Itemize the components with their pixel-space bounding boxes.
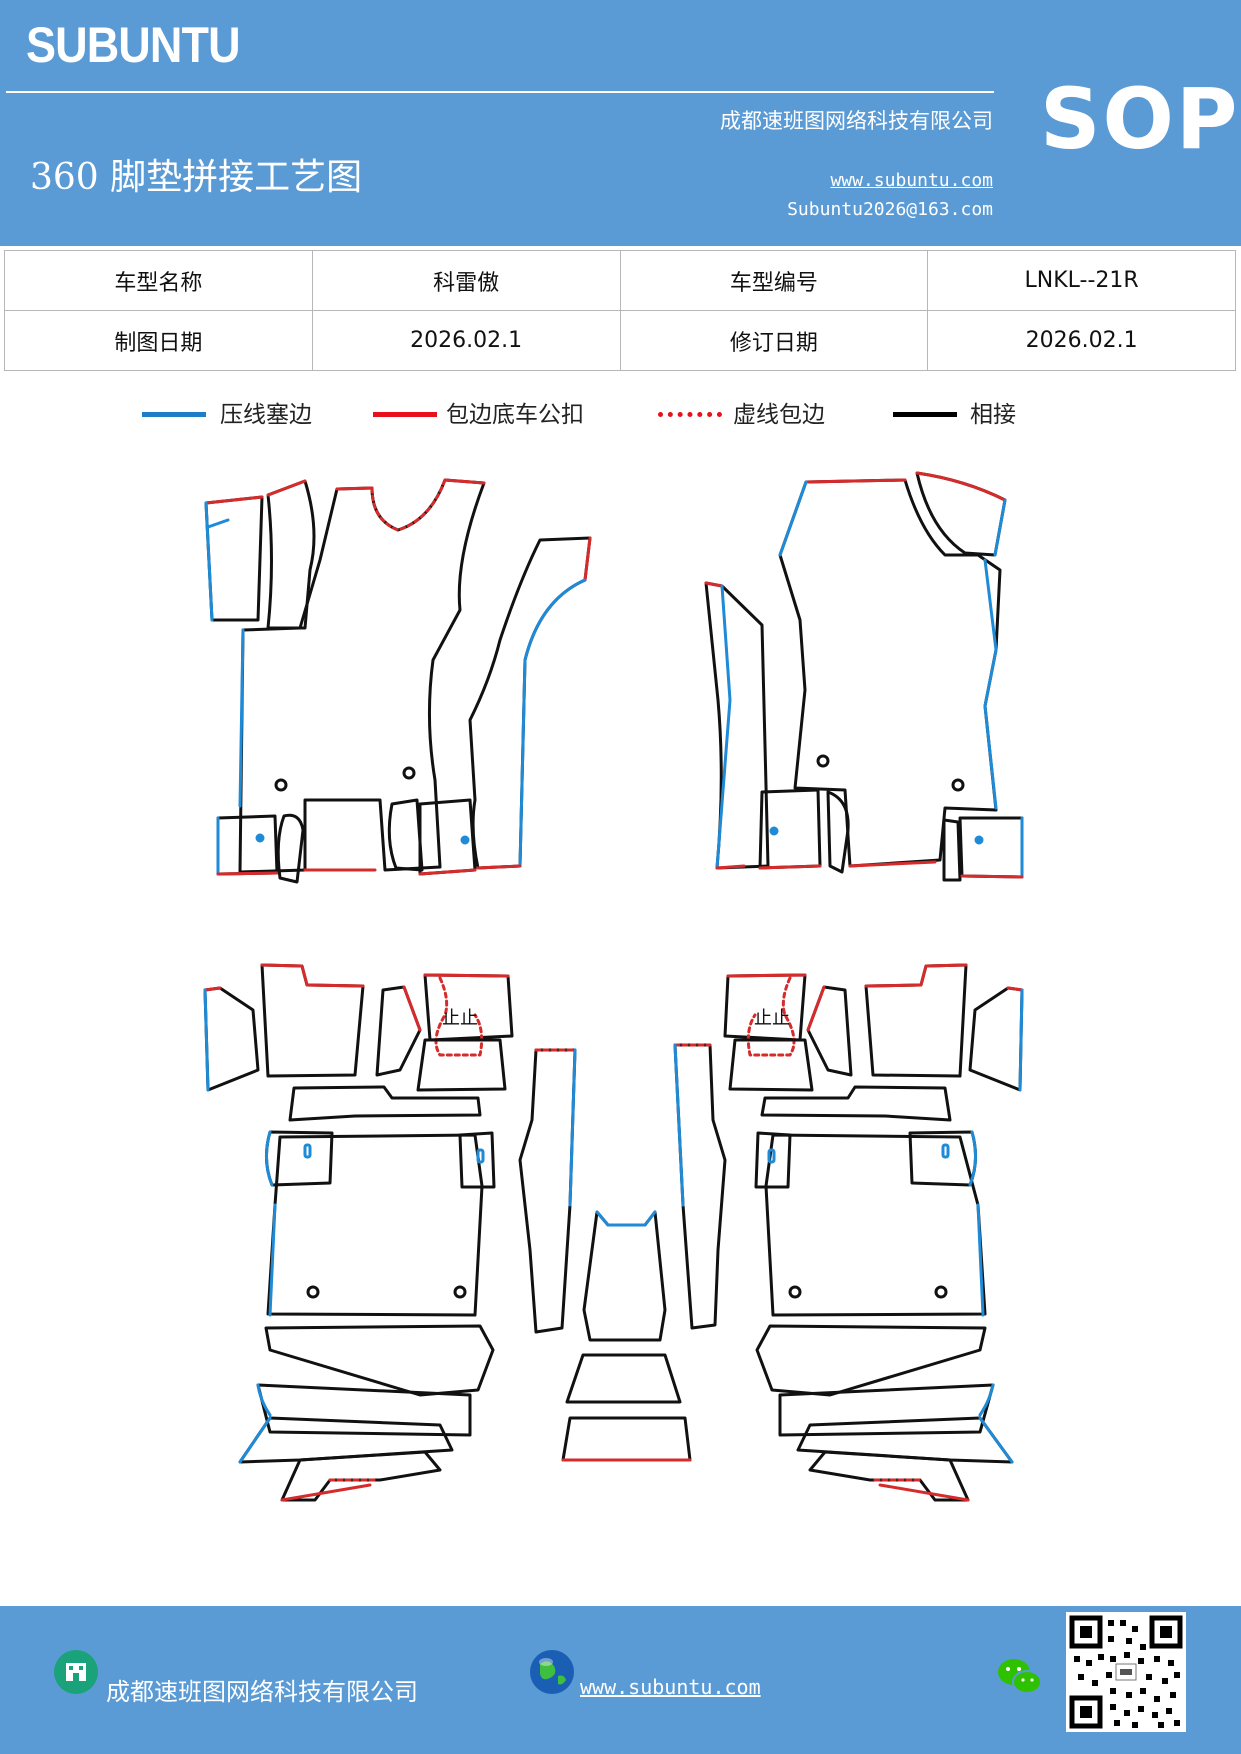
legend-swatch-press	[142, 412, 206, 417]
brand-logo: SUBUNTU	[26, 17, 241, 73]
svg-text:止止: 止止	[442, 1008, 478, 1029]
draw-date-value: 2026.02.1	[311, 310, 621, 371]
legend-swatch-dotted	[658, 412, 722, 417]
header-website-link[interactable]: www.subuntu.com	[830, 170, 993, 191]
rear-left-mat-group: 止止	[203, 963, 514, 1502]
table-row: 车型名称 科雷傲 车型编号 LNKL--21R	[4, 250, 1236, 311]
rear-right-mat-group: 止止	[723, 963, 1024, 1502]
model-name-value: 科雷傲	[311, 250, 621, 311]
front-right-mat-group	[704, 471, 1024, 882]
model-code-value: LNKL--21R	[927, 250, 1236, 311]
legend-label-press: 压线塞边	[220, 402, 312, 428]
footer-website-link[interactable]: www.subuntu.com	[580, 1675, 761, 1699]
revise-date-label: 修订日期	[619, 310, 929, 371]
document-title: 360 脚垫拼接工艺图	[30, 157, 363, 198]
legend-swatch-edge	[373, 412, 437, 417]
header-company: 成都速班图网络科技有限公司	[720, 109, 993, 133]
page-header: SUBUNTU SOP 360 脚垫拼接工艺图 成都速班图网络科技有限公司 ww…	[0, 0, 1241, 246]
legend-label-edge: 包边底车公扣	[446, 402, 584, 428]
page-footer: 成都速班图网络科技有限公司 www.subuntu.com	[0, 1606, 1241, 1754]
svg-text:止止: 止止	[754, 1008, 790, 1029]
legend-label-join: 相接	[970, 402, 1016, 428]
building-icon	[54, 1650, 98, 1694]
globe-icon	[530, 1650, 574, 1694]
legend-label-dotted: 虚线包边	[733, 402, 825, 428]
header-divider	[6, 91, 994, 93]
front-left-mat-group	[204, 478, 592, 884]
qr-code-icon	[1066, 1612, 1186, 1732]
table-row: 制图日期 2026.02.1 修订日期 2026.02.1	[4, 310, 1236, 371]
floor-mat-diagram: 止止	[203, 471, 1024, 1502]
wechat-icon	[998, 1659, 1042, 1694]
legend: 压线塞边 包边底车公扣 虚线包边 相接	[0, 393, 1241, 433]
header-email: Subuntu2026@163.com	[787, 199, 993, 220]
draw-date-label: 制图日期	[4, 310, 313, 371]
revise-date-value: 2026.02.1	[927, 310, 1236, 371]
center-console-group	[518, 1043, 727, 1462]
sop-badge: SOP	[1040, 70, 1240, 168]
legend-swatch-join	[893, 412, 957, 417]
model-code-label: 车型编号	[619, 250, 929, 311]
vehicle-info-table: 车型名称 科雷傲 车型编号 LNKL--21R 制图日期 2026.02.1 修…	[4, 250, 1236, 371]
footer-company: 成都速班图网络科技有限公司	[106, 1678, 418, 1706]
model-name-label: 车型名称	[4, 250, 313, 311]
